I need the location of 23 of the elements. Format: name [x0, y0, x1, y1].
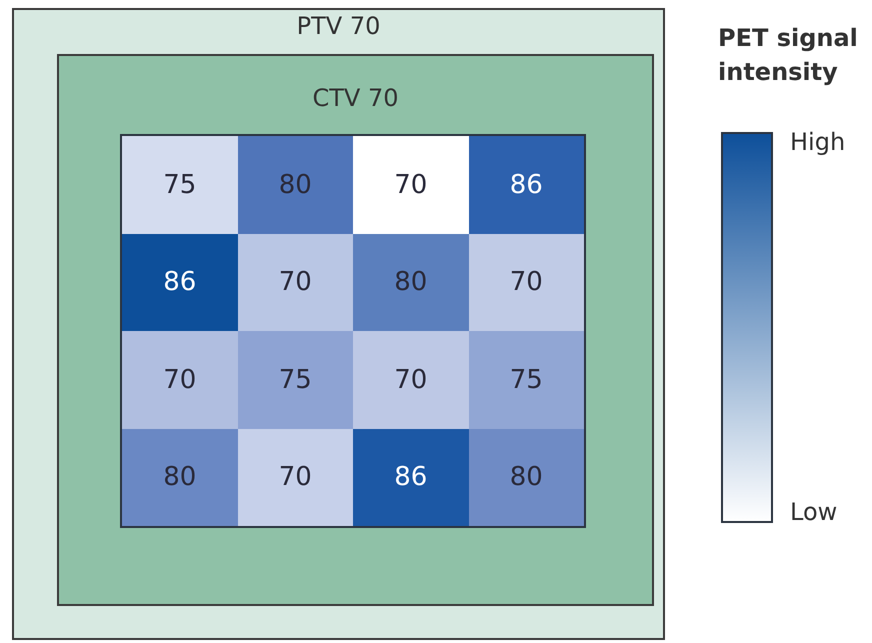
- target-volume-box: [12, 8, 665, 640]
- dose-cell: 80: [468, 428, 584, 526]
- dose-cell: 75: [238, 331, 353, 428]
- dose-cell: 80: [353, 234, 468, 331]
- dose-cell: 80: [122, 428, 238, 526]
- dose-cell: 86: [468, 136, 584, 234]
- dose-cell: 70: [353, 331, 468, 428]
- dose-cell: 70: [353, 136, 468, 234]
- dose-cell: 70: [468, 234, 584, 331]
- dose-cell: 70: [238, 234, 353, 331]
- legend-label: Low: [790, 498, 838, 526]
- dose-cell: 80: [238, 136, 353, 234]
- volume-label: CTV 70: [312, 84, 398, 112]
- dose-cell: 86: [122, 234, 238, 331]
- dose-cell: 70: [238, 428, 353, 526]
- dose-cell: 75: [468, 331, 584, 428]
- target-volume-box: [57, 54, 654, 606]
- dose-cell: 70: [122, 331, 238, 428]
- volume-label: PTV 70: [296, 12, 380, 40]
- dose-cell: 75: [122, 136, 238, 234]
- dose-cell: 86: [353, 428, 468, 526]
- legend-title: PET signal intensity: [718, 23, 859, 88]
- legend-label: High: [790, 128, 846, 156]
